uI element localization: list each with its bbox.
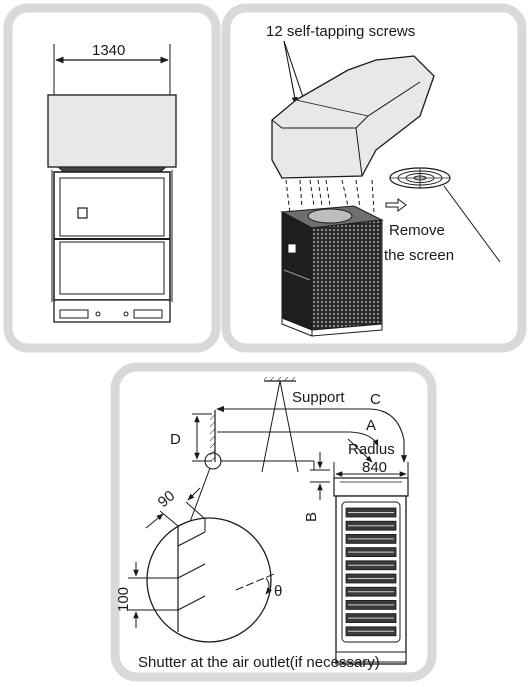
outdoor-unit-front [51,166,173,323]
remove-arrow-icon [385,198,407,212]
elbow-hood [271,55,435,179]
width-dimension-label: 1340 [92,42,125,59]
panel-hood-installation: 12 self-tapping screws [221,3,527,353]
radius-label: Radius [348,441,395,458]
wall [210,410,216,462]
radius-dimension: 840 [333,459,409,478]
panel-front-view: 1340 [3,3,221,353]
screws-label: 12 self-tapping screws [266,23,415,40]
panel-shutter-installation: Support C A D Radius 840 [110,362,437,682]
dimension-a-label: A [366,417,376,434]
width-dimension: 1340 [53,42,171,95]
remove-label-line2: the screen [384,247,454,264]
dimension-b-label: B [303,512,320,522]
dimension-d-label: D [170,431,181,448]
dimension-c-label: C [370,391,381,408]
dimension-b: B [303,452,330,522]
shutter-slats [345,507,397,637]
outdoor-unit-3d [280,205,384,337]
air-hood [47,94,177,168]
support-label: Support [292,389,345,406]
theta-label: θ [274,583,282,600]
dimension-100: 100 [115,562,178,628]
shutter-detail-zoom: θ [146,517,282,643]
radius-value-label: 840 [362,459,387,476]
remove-label-line1: Remove [389,222,445,239]
fan-screen-icon [389,167,451,189]
shutter-caption: Shutter at the air outlet(if necessary) [138,654,380,671]
dimension-90-label: 90 [155,487,179,511]
dimension-100-label: 100 [115,587,132,612]
dimension-d: D [170,413,212,462]
alignment-guides [285,179,375,215]
